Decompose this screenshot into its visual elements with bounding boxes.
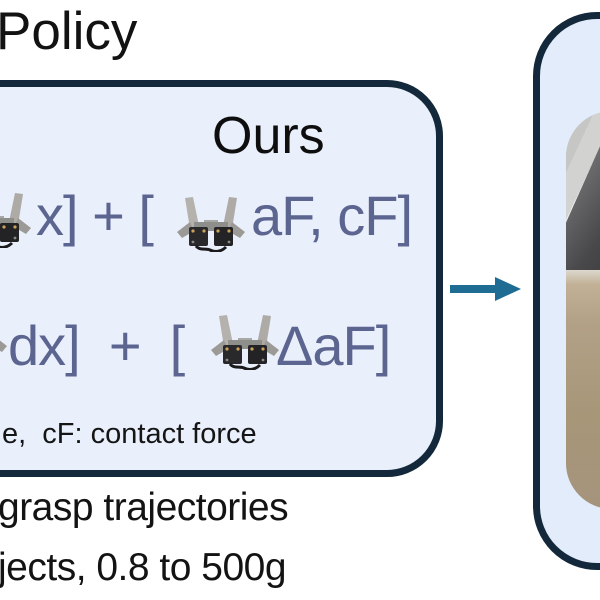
force-legend-caption: e, cF: contact force	[2, 418, 257, 450]
gripper-icon	[210, 314, 280, 370]
equation-1-pre: x] + [	[36, 184, 154, 247]
equation-1-post: aF, cF]	[251, 184, 413, 247]
gripper-icon	[176, 196, 246, 252]
policy-box-label: Ours	[212, 107, 325, 165]
footnote-object-weights: jects, 0.8 to 500g	[0, 546, 287, 589]
gripper-icon	[0, 310, 8, 366]
page-title: Policy	[0, 2, 138, 61]
policy-box	[0, 80, 443, 477]
right-arrow-icon	[450, 277, 521, 301]
footnote-grasp-trajectories: grasp trajectories	[0, 486, 289, 529]
gripper-icon	[0, 192, 32, 248]
robot-sand-photo	[566, 111, 600, 509]
equation-2-pre: dx] + [	[8, 314, 185, 377]
equation-2-post: ΔaF]	[276, 314, 391, 377]
sand-texture	[566, 270, 600, 509]
